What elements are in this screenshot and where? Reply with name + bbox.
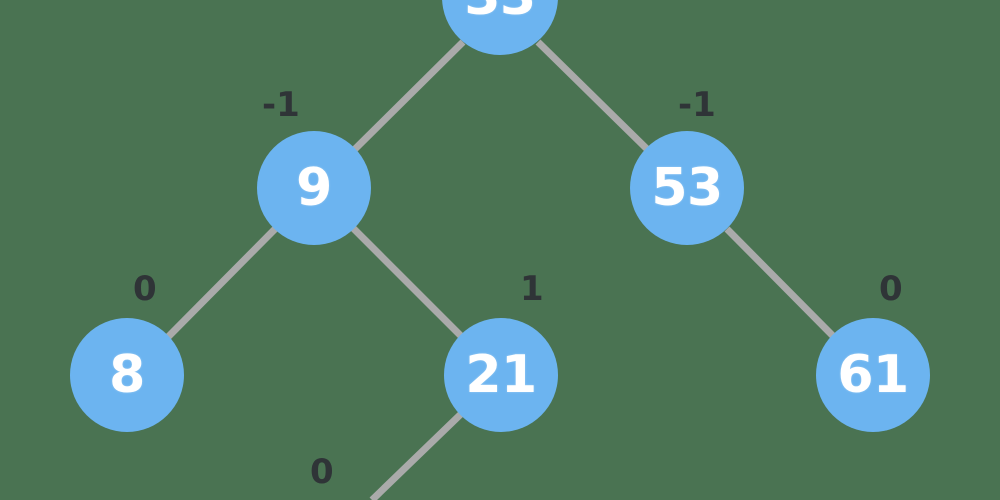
balance-factor-61: 0 — [879, 269, 903, 309]
tree-node-value: 9 — [296, 158, 332, 218]
tree-node-value: 53 — [651, 158, 723, 218]
tree-edge-n9-n8 — [164, 226, 278, 341]
tree-node-value: 33 — [464, 0, 536, 23]
tree-node-value: 21 — [465, 345, 537, 405]
tree-node-9[interactable]: 9 — [257, 131, 371, 245]
tree-node-61[interactable]: 61 — [816, 318, 930, 432]
tree-node-53[interactable]: 53 — [630, 131, 744, 245]
tree-node-21[interactable]: 21 — [444, 318, 558, 432]
tree-edge-n9-n21 — [350, 225, 465, 340]
tree-edge-n33-n53 — [535, 39, 653, 155]
balance-factor-9: -1 — [262, 85, 300, 125]
tree-node-8[interactable]: 8 — [70, 318, 184, 432]
tree-node-value: 8 — [109, 345, 145, 405]
balance-factor-53: -1 — [678, 85, 716, 125]
bf-offscreen-child: 0 — [310, 452, 334, 492]
tree-node-value: 61 — [837, 345, 909, 405]
balance-factor-8: 0 — [133, 269, 157, 309]
tree-edge-n21-offscreen — [369, 410, 465, 500]
tree-edge-n53-n61 — [724, 226, 837, 340]
balance-factor-21: 1 — [520, 269, 544, 309]
tree-edge-n33-n9 — [349, 39, 466, 155]
